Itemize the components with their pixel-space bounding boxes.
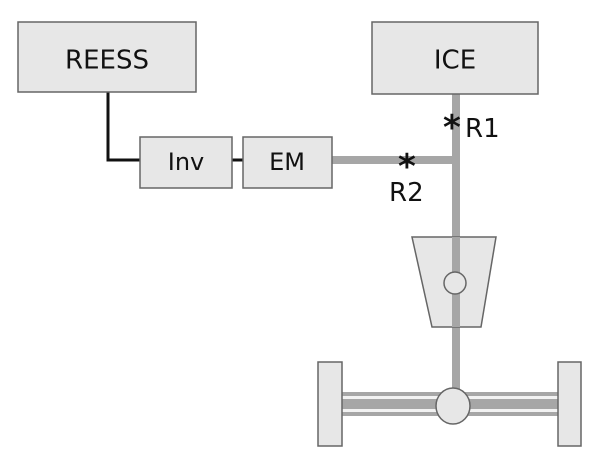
r1-marker: * R1: [443, 108, 500, 148]
left-wheel: [317, 361, 343, 447]
inverter-label: Inv: [168, 148, 205, 176]
r1-asterisk-icon: *: [443, 108, 461, 148]
right-wheel: [557, 361, 582, 447]
reess-box: REESS: [17, 21, 197, 93]
inverter-box: Inv: [139, 136, 233, 189]
r2-marker: * R2: [389, 147, 424, 208]
differential: [435, 387, 471, 425]
transmission-clutch: [443, 271, 467, 295]
ice-box: ICE: [371, 21, 539, 95]
r2-label: R2: [389, 178, 424, 208]
reess-to-inverter-cable: [106, 92, 140, 162]
ice-label: ICE: [434, 46, 476, 76]
em-label: EM: [269, 148, 305, 176]
r2-asterisk-icon: *: [398, 147, 416, 187]
reess-label: REESS: [65, 46, 149, 76]
em-box: EM: [242, 136, 333, 189]
r1-label: R1: [465, 114, 500, 144]
